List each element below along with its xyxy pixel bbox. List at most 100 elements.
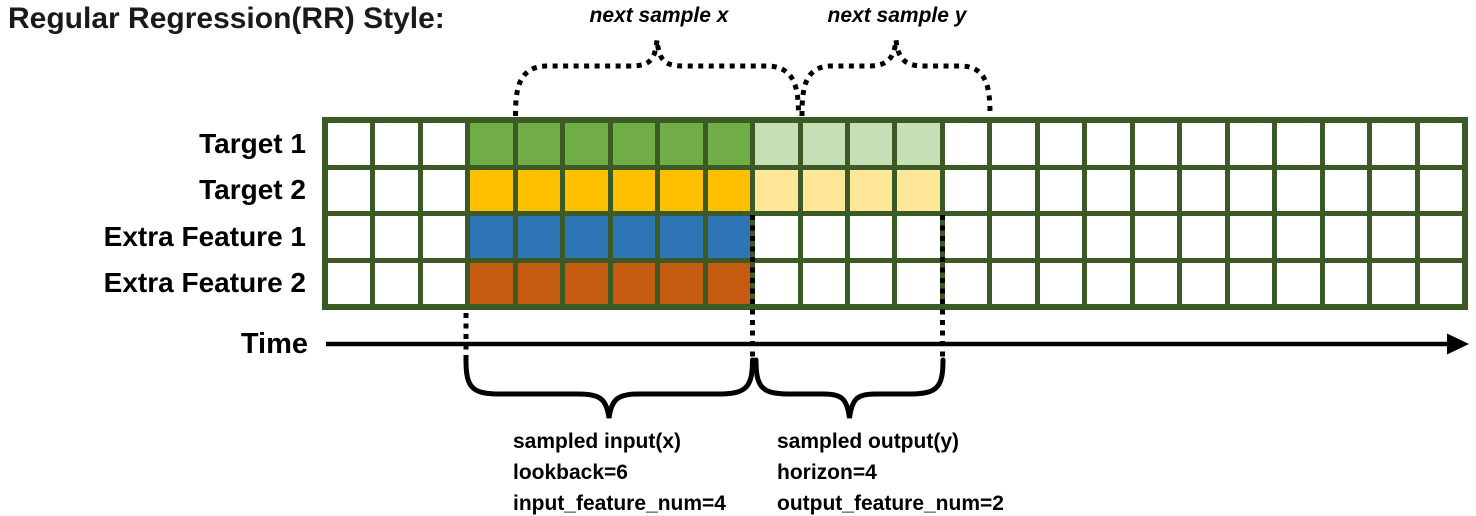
grid-cell (897, 169, 940, 211)
grid-cell (422, 216, 466, 258)
grid-cell (1182, 123, 1225, 165)
grid-cell (328, 216, 371, 258)
grid-cell (422, 169, 466, 211)
grid-cell (375, 262, 418, 304)
grid-cell (1372, 262, 1415, 304)
sampled-input-line: sampled input(x) (513, 430, 682, 453)
lookback-line: lookback=6 (513, 461, 628, 484)
grid-cell (422, 123, 466, 165)
grid-cell (1087, 216, 1130, 258)
grid-cell (1087, 169, 1130, 211)
sampled-output-annotation: sampled output(y) horizon=4 output_featu… (777, 426, 1004, 516)
row-label-target-1: Target 1 (199, 128, 306, 159)
grid-cell (1372, 216, 1415, 258)
grid-cell (470, 169, 513, 211)
grid-cell (1134, 169, 1178, 211)
grid-cell (1324, 123, 1368, 165)
grid-cell (944, 169, 988, 211)
grid-cell (565, 169, 608, 211)
grid-cell (375, 169, 418, 211)
page-title: Regular Regression(RR) Style: (8, 2, 445, 35)
row-label-extra-feature-2: Extra Feature 2 (103, 267, 306, 298)
grid-cell (1419, 262, 1462, 304)
grid-cell (1087, 262, 1130, 304)
grid-cell (1134, 216, 1178, 258)
grid-cell (517, 123, 561, 165)
grid-cell (992, 123, 1035, 165)
grid-cell (1182, 262, 1225, 304)
grid-cell (1277, 123, 1320, 165)
grid-cell (1229, 216, 1273, 258)
sampled-input-annotation: sampled input(x) lookback=6 input_featur… (513, 426, 726, 516)
grid-cell (328, 169, 371, 211)
grid-cell (660, 262, 703, 304)
grid-cell (565, 123, 608, 165)
grid-cell (707, 216, 751, 258)
grid-cell (422, 262, 466, 304)
next-sample-x-label: next sample x (589, 4, 729, 27)
grid-cell (1134, 123, 1178, 165)
grid-cell (944, 262, 988, 304)
grid-cell (1277, 216, 1320, 258)
sampled-output-brace (753, 357, 946, 419)
grid-cell (897, 123, 940, 165)
grid-cell (850, 216, 893, 258)
input-feature-num-line: input_feature_num=4 (513, 492, 726, 515)
grid-cell (1039, 216, 1083, 258)
time-axis-label: Time (240, 328, 308, 360)
grid-cell (1324, 216, 1368, 258)
grid-cell (707, 123, 751, 165)
grid-cell (1419, 169, 1462, 211)
grid-cell (850, 169, 893, 211)
sampled-input-brace (463, 357, 755, 419)
sample-grid (322, 117, 1468, 310)
sampled-output-line: sampled output(y) (777, 430, 959, 453)
grid-cell (755, 216, 798, 258)
grid-cell (992, 262, 1035, 304)
grid-cell (850, 123, 893, 165)
grid-cell (517, 262, 561, 304)
row-label-extra-feature-1: Extra Feature 1 (103, 221, 306, 252)
grid-cell (1039, 123, 1083, 165)
grid-cell (1419, 216, 1462, 258)
grid-cell (660, 216, 703, 258)
grid-cell (612, 123, 656, 165)
grid-cell (1229, 123, 1273, 165)
grid-cell (565, 262, 608, 304)
grid-cell (992, 216, 1035, 258)
grid-cell (944, 216, 988, 258)
grid-cell (470, 123, 513, 165)
grid-cell (1419, 123, 1462, 165)
grid-cell (1324, 262, 1368, 304)
grid-cell (375, 123, 418, 165)
next-sample-x-brace (513, 39, 801, 117)
grid-cell (802, 123, 846, 165)
grid-cell (517, 216, 561, 258)
grid-cell (1229, 169, 1273, 211)
grid-cell (802, 169, 846, 211)
grid-cell (755, 123, 798, 165)
grid-cell (1372, 169, 1415, 211)
grid-cell (660, 169, 703, 211)
grid-cell (1039, 169, 1083, 211)
grid-cell (1134, 262, 1178, 304)
output-feature-num-line: output_feature_num=2 (777, 492, 1004, 515)
grid-cell (517, 169, 561, 211)
grid-cell (565, 216, 608, 258)
grid-cell (1277, 169, 1320, 211)
next-sample-y-brace (799, 39, 993, 117)
grid-cell (850, 262, 893, 304)
grid-cell (802, 262, 846, 304)
grid-cell (470, 216, 513, 258)
grid-cell (375, 216, 418, 258)
grid-cell (802, 216, 846, 258)
horizon-line: horizon=4 (777, 461, 877, 484)
row-label-target-2: Target 2 (199, 174, 306, 205)
grid-cell (1039, 262, 1083, 304)
grid-cell (992, 169, 1035, 211)
grid-cell (612, 262, 656, 304)
grid-cell (612, 169, 656, 211)
grid-cell (1324, 169, 1368, 211)
grid-cell (660, 123, 703, 165)
